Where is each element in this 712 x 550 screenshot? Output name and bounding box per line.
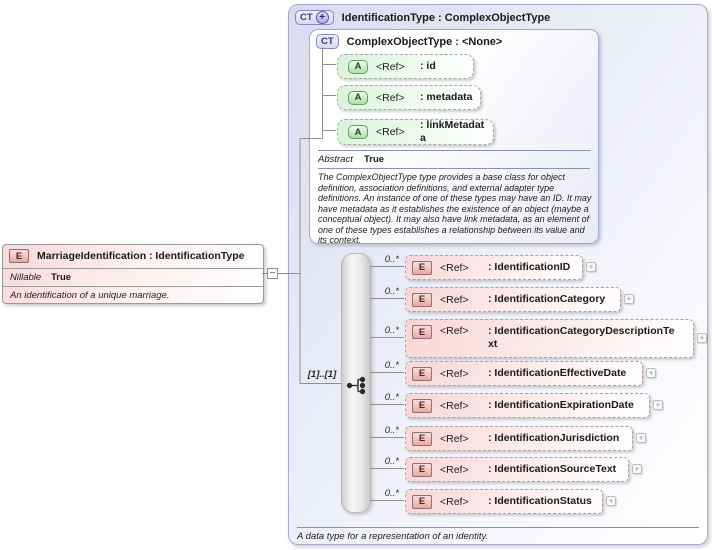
abstract-label: Abstract (318, 154, 353, 165)
element-ref: <Ref> (440, 367, 469, 380)
cardinality-label: 0..* (384, 488, 399, 499)
element-ref: <Ref> (440, 495, 469, 508)
divider (318, 168, 590, 169)
element-ref: <Ref> (440, 463, 469, 476)
element-node-identificationexpirationdate[interactable]: E <Ref> : IdentificationExpirationDate (405, 393, 650, 418)
global-element-box[interactable]: E MarriageIdentification : Identificatio… (2, 244, 264, 304)
attribute-node-linkmetadata[interactable]: A <Ref> : linkMetadata (337, 119, 494, 145)
element-badge-icon: E (412, 325, 432, 339)
base-type-title: ComplexObjectType : <None> (346, 35, 503, 48)
cardinality-label: 0..* (384, 360, 399, 371)
cardinality-label: 0..* (384, 425, 399, 436)
global-element-title: MarriageIdentification : IdentificationT… (37, 250, 245, 262)
element-name: : IdentificationStatus (488, 495, 592, 507)
divider (3, 286, 263, 287)
nillable-value: True (51, 272, 72, 283)
element-node-identificationsourcetext[interactable]: E <Ref> : IdentificationSourceText (405, 457, 629, 482)
attribute-badge-icon: A (348, 90, 368, 105)
element-ref: <Ref> (440, 261, 469, 274)
divider (297, 527, 699, 528)
element-badge-icon: E (412, 292, 432, 307)
expand-type-icon[interactable]: + (315, 11, 329, 24)
sequence-cardinality: [1]..[1] (307, 369, 337, 380)
cardinality-label: 0..* (384, 286, 399, 297)
element-badge-icon: E (412, 260, 432, 275)
element-badge-icon: E (412, 462, 432, 477)
element-name: : IdentificationEffectiveDate (488, 367, 627, 379)
expand-button[interactable]: + (586, 262, 596, 272)
element-name: : IdentificationJurisdiction (488, 432, 620, 444)
element-ref: <Ref> (440, 325, 469, 337)
complex-type-box[interactable]: CT+ IdentificationType : ComplexObjectTy… (288, 4, 708, 545)
element-name: : IdentificationCategory (488, 293, 606, 305)
abstract-value: True (364, 154, 385, 165)
element-name: : IdentificationCategoryDescriptionText (488, 325, 675, 350)
element-node-identificationstatus[interactable]: E <Ref> : IdentificationStatus (405, 489, 603, 514)
cardinality-label: 0..* (384, 456, 399, 467)
attribute-badge-icon: A (348, 59, 368, 74)
element-node-identificationjurisdiction[interactable]: E <Ref> : IdentificationJurisdiction (405, 426, 633, 451)
base-type-box[interactable]: CT ComplexObjectType : <None> A <Ref> : … (309, 29, 599, 245)
attribute-ref: <Ref> (376, 60, 405, 73)
element-node-identificationid[interactable]: E <Ref> : IdentificationID (405, 255, 583, 280)
attribute-ref: <Ref> (376, 91, 405, 104)
complex-type-badge-icon: CT+ (295, 10, 334, 25)
collapse-button[interactable]: − (267, 268, 278, 279)
attribute-node-id[interactable]: A <Ref> : id (337, 54, 474, 79)
attribute-name: : id (420, 60, 436, 72)
element-badge-icon: E (9, 249, 29, 263)
element-ref: <Ref> (440, 293, 469, 306)
element-ref: <Ref> (440, 399, 469, 412)
divider (318, 150, 590, 151)
expand-button[interactable]: + (653, 400, 663, 410)
element-name: : IdentificationID (488, 261, 571, 273)
expand-button[interactable]: + (624, 294, 634, 304)
type-description: A data type for a representation of an i… (297, 531, 489, 542)
attribute-badge-icon: A (348, 125, 368, 139)
attribute-name: : linkMetadata (420, 119, 485, 144)
expand-button[interactable]: + (697, 333, 707, 343)
complex-type-title: IdentificationType : ComplexObjectType (341, 11, 551, 24)
base-type-description: The ComplexObjectType type provides a ba… (318, 172, 592, 245)
cardinality-label: 0..* (384, 325, 399, 336)
element-badge-icon: E (412, 366, 432, 381)
expand-button[interactable]: + (606, 496, 616, 506)
element-badge-icon: E (412, 431, 432, 446)
element-node-identificationcategorydescriptiontext[interactable]: E <Ref> : IdentificationCategoryDescript… (405, 319, 694, 358)
element-node-identificationcategory[interactable]: E <Ref> : IdentificationCategory (405, 287, 621, 312)
sequence-icon (346, 376, 366, 395)
element-node-identificationeffectivedate[interactable]: E <Ref> : IdentificationEffectiveDate (405, 361, 643, 386)
attribute-name: : metadata (420, 91, 473, 103)
expand-button[interactable]: + (636, 433, 646, 443)
cardinality-label: 0..* (384, 254, 399, 265)
divider (3, 268, 263, 269)
expand-button[interactable]: + (632, 464, 642, 474)
element-description: An identification of a unique marriage. (10, 290, 170, 301)
sequence-compositor-bar[interactable] (341, 253, 371, 513)
element-ref: <Ref> (440, 432, 469, 445)
element-badge-icon: E (412, 398, 432, 413)
complex-type-badge-label: CT (300, 12, 313, 23)
element-badge-icon: E (412, 494, 432, 509)
attribute-ref: <Ref> (376, 126, 405, 138)
element-name: : IdentificationExpirationDate (488, 399, 634, 411)
attribute-node-metadata[interactable]: A <Ref> : metadata (337, 85, 481, 110)
cardinality-label: 0..* (384, 392, 399, 403)
nillable-label: Nillable (10, 272, 42, 283)
element-name: : IdentificationSourceText (488, 463, 617, 475)
expand-button[interactable]: + (646, 368, 656, 378)
base-type-badge-icon: CT (316, 34, 339, 49)
